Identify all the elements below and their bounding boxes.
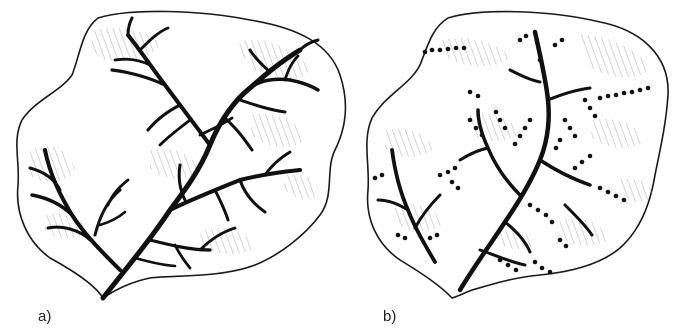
- panel-label-b: b): [383, 308, 396, 325]
- panel-a: [17, 11, 346, 298]
- panel-b: [367, 12, 668, 298]
- shading-b: [385, 35, 652, 249]
- panel-label-a: a): [38, 308, 51, 325]
- channel-network-b: [378, 32, 592, 290]
